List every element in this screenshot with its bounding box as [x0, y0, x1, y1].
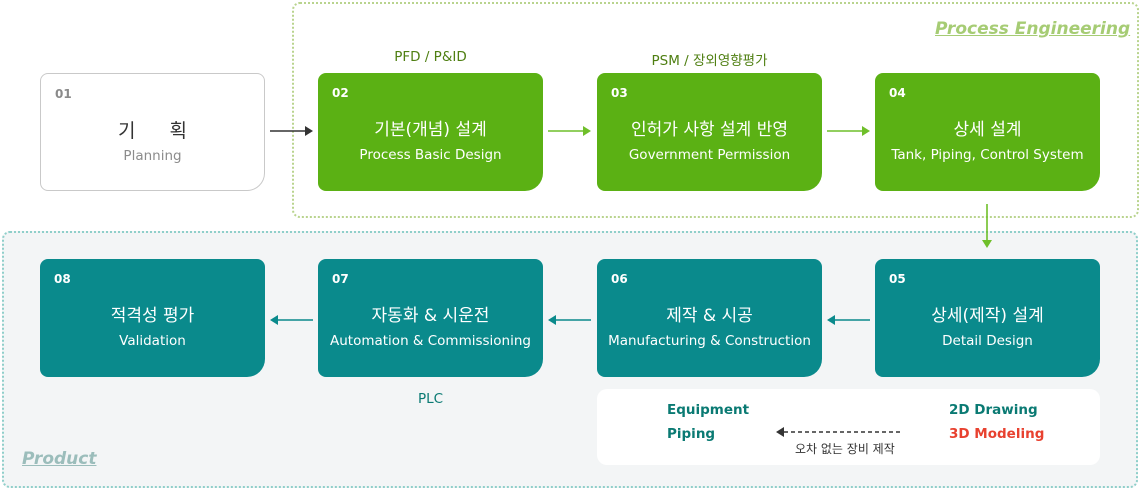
step-title-ko: 적격성 평가	[110, 306, 195, 326]
step-number: 05	[889, 272, 906, 286]
arrow-down-icon	[982, 204, 992, 248]
step-title-en: Government Permission	[628, 147, 791, 163]
modeling-3d-label: 3D Modeling	[949, 426, 1045, 442]
step-number: 03	[611, 86, 628, 100]
step-number: 08	[54, 272, 71, 286]
manufacturing-info-panel: Equipment Piping 2D Drawing 3D Modeling …	[597, 389, 1100, 465]
step-05-manufacturing-design: 05 상세(제작) 설계 Detail Design	[875, 259, 1100, 377]
step-title-en: Planning	[123, 148, 182, 164]
psm-label: PSM / 장외영향평가	[651, 53, 768, 69]
step-04-detail-design: 04 상세 설계 Tank, Piping, Control System	[875, 73, 1100, 191]
step-title-ko: 상세 설계	[953, 120, 1022, 140]
step-title-ko: 인허가 사항 설계 반영	[631, 120, 788, 140]
process-engineering-title: Process Engineering	[935, 19, 1131, 39]
step-01-planning: 01 기 획 Planning	[40, 73, 265, 191]
step-title-ko: 자동화 & 시운전	[371, 306, 490, 326]
arrow-left-icon	[270, 315, 313, 325]
step-number: 02	[332, 86, 349, 100]
product-title: Product	[22, 449, 97, 469]
step-title-ko: 기 획	[118, 120, 201, 142]
arrow-left-icon	[827, 315, 870, 325]
step-number: 01	[55, 87, 72, 101]
step-07-commissioning: 07 자동화 & 시운전 Automation & Commissioning	[318, 259, 543, 377]
plc-label: PLC	[417, 391, 444, 407]
precision-note: 오차 없는 장비 제작	[795, 442, 895, 456]
dashed-arrow-left-icon	[776, 427, 903, 437]
step-title-ko: 기본(개념) 설계	[374, 120, 487, 140]
arrow-left-icon	[548, 315, 591, 325]
step-title-en: Tank, Piping, Control System	[891, 147, 1084, 163]
step-06-construction: 06 제작 & 시공 Manufacturing & Construction	[597, 259, 822, 377]
arrow-right-icon	[270, 126, 313, 136]
step-number: 07	[332, 272, 349, 286]
step-number: 06	[611, 272, 628, 286]
step-02-basic-design: 02 기본(개념) 설계 Process Basic Design	[318, 73, 543, 191]
step-number: 04	[889, 86, 906, 100]
arrow-right-icon	[827, 126, 870, 136]
equipment-label: Equipment	[667, 402, 750, 418]
piping-label: Piping	[667, 426, 716, 442]
step-title-en: Detail Design	[942, 333, 1033, 349]
arrow-right-icon	[548, 126, 591, 136]
step-title-en: Validation	[119, 333, 186, 349]
step-title-en: Manufacturing & Construction	[608, 333, 811, 349]
drawing-2d-label: 2D Drawing	[949, 402, 1038, 418]
step-title-ko: 상세(제작) 설계	[931, 306, 1044, 326]
step-title-en: Automation & Commissioning	[330, 333, 531, 349]
pfd-pid-label: PFD / P&ID	[394, 49, 467, 65]
step-08-validation: 08 적격성 평가 Validation	[40, 259, 265, 377]
step-03-permission: 03 인허가 사항 설계 반영 Government Permission	[597, 73, 822, 191]
step-title-ko: 제작 & 시공	[666, 306, 753, 326]
step-title-en: Process Basic Design	[359, 147, 502, 163]
